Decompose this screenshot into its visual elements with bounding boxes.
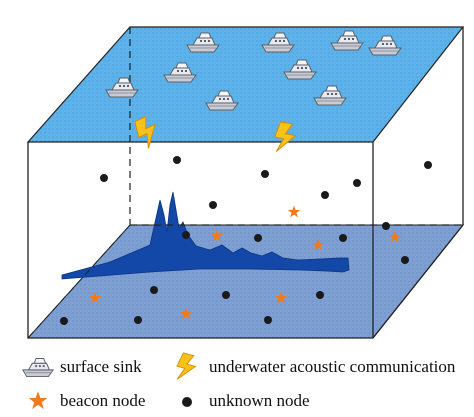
cube-edge xyxy=(372,224,464,339)
unknown-node xyxy=(60,317,68,325)
unknown-node xyxy=(100,174,108,182)
unknown-node xyxy=(209,201,217,209)
unknown-node xyxy=(321,191,329,199)
unknown-node xyxy=(134,316,142,324)
unknown-node xyxy=(401,256,409,264)
unknown-node xyxy=(353,179,361,187)
legend-beacon: beacon node xyxy=(60,391,145,411)
legend-surface-sink-label: surface sink xyxy=(60,357,142,376)
legend-acoustic-label: underwater acoustic communication xyxy=(209,357,456,376)
legend-surface-sink: surface sink xyxy=(60,357,142,377)
sea-surface xyxy=(26,26,465,143)
legend-star-icon xyxy=(28,391,48,410)
legend-unknown: unknown node xyxy=(209,391,310,411)
unknown-node xyxy=(222,291,230,299)
legend-ship-icon xyxy=(22,358,54,378)
legend-lightning-icon xyxy=(173,351,199,384)
unknown-node xyxy=(264,316,272,324)
beacon-node-star-icon xyxy=(287,205,301,218)
seabed-terrain xyxy=(61,191,350,280)
legend-beacon-label: beacon node xyxy=(60,391,146,410)
legend-acoustic: underwater acoustic communication xyxy=(209,357,455,377)
unknown-node xyxy=(150,286,158,294)
unknown-node xyxy=(424,161,432,169)
unknown-node xyxy=(339,234,347,242)
unknown-nodes xyxy=(60,156,432,325)
unknown-node xyxy=(316,291,324,299)
unknown-node xyxy=(261,170,269,178)
unknown-node xyxy=(173,156,181,164)
hidden-edge-back-left xyxy=(27,224,131,339)
unknown-node xyxy=(382,222,390,230)
legend-dot-icon xyxy=(182,397,192,407)
legend-unknown-label: unknown node xyxy=(209,391,310,410)
unknown-node xyxy=(254,234,262,242)
seabed xyxy=(26,224,465,339)
unknown-node xyxy=(182,231,190,239)
